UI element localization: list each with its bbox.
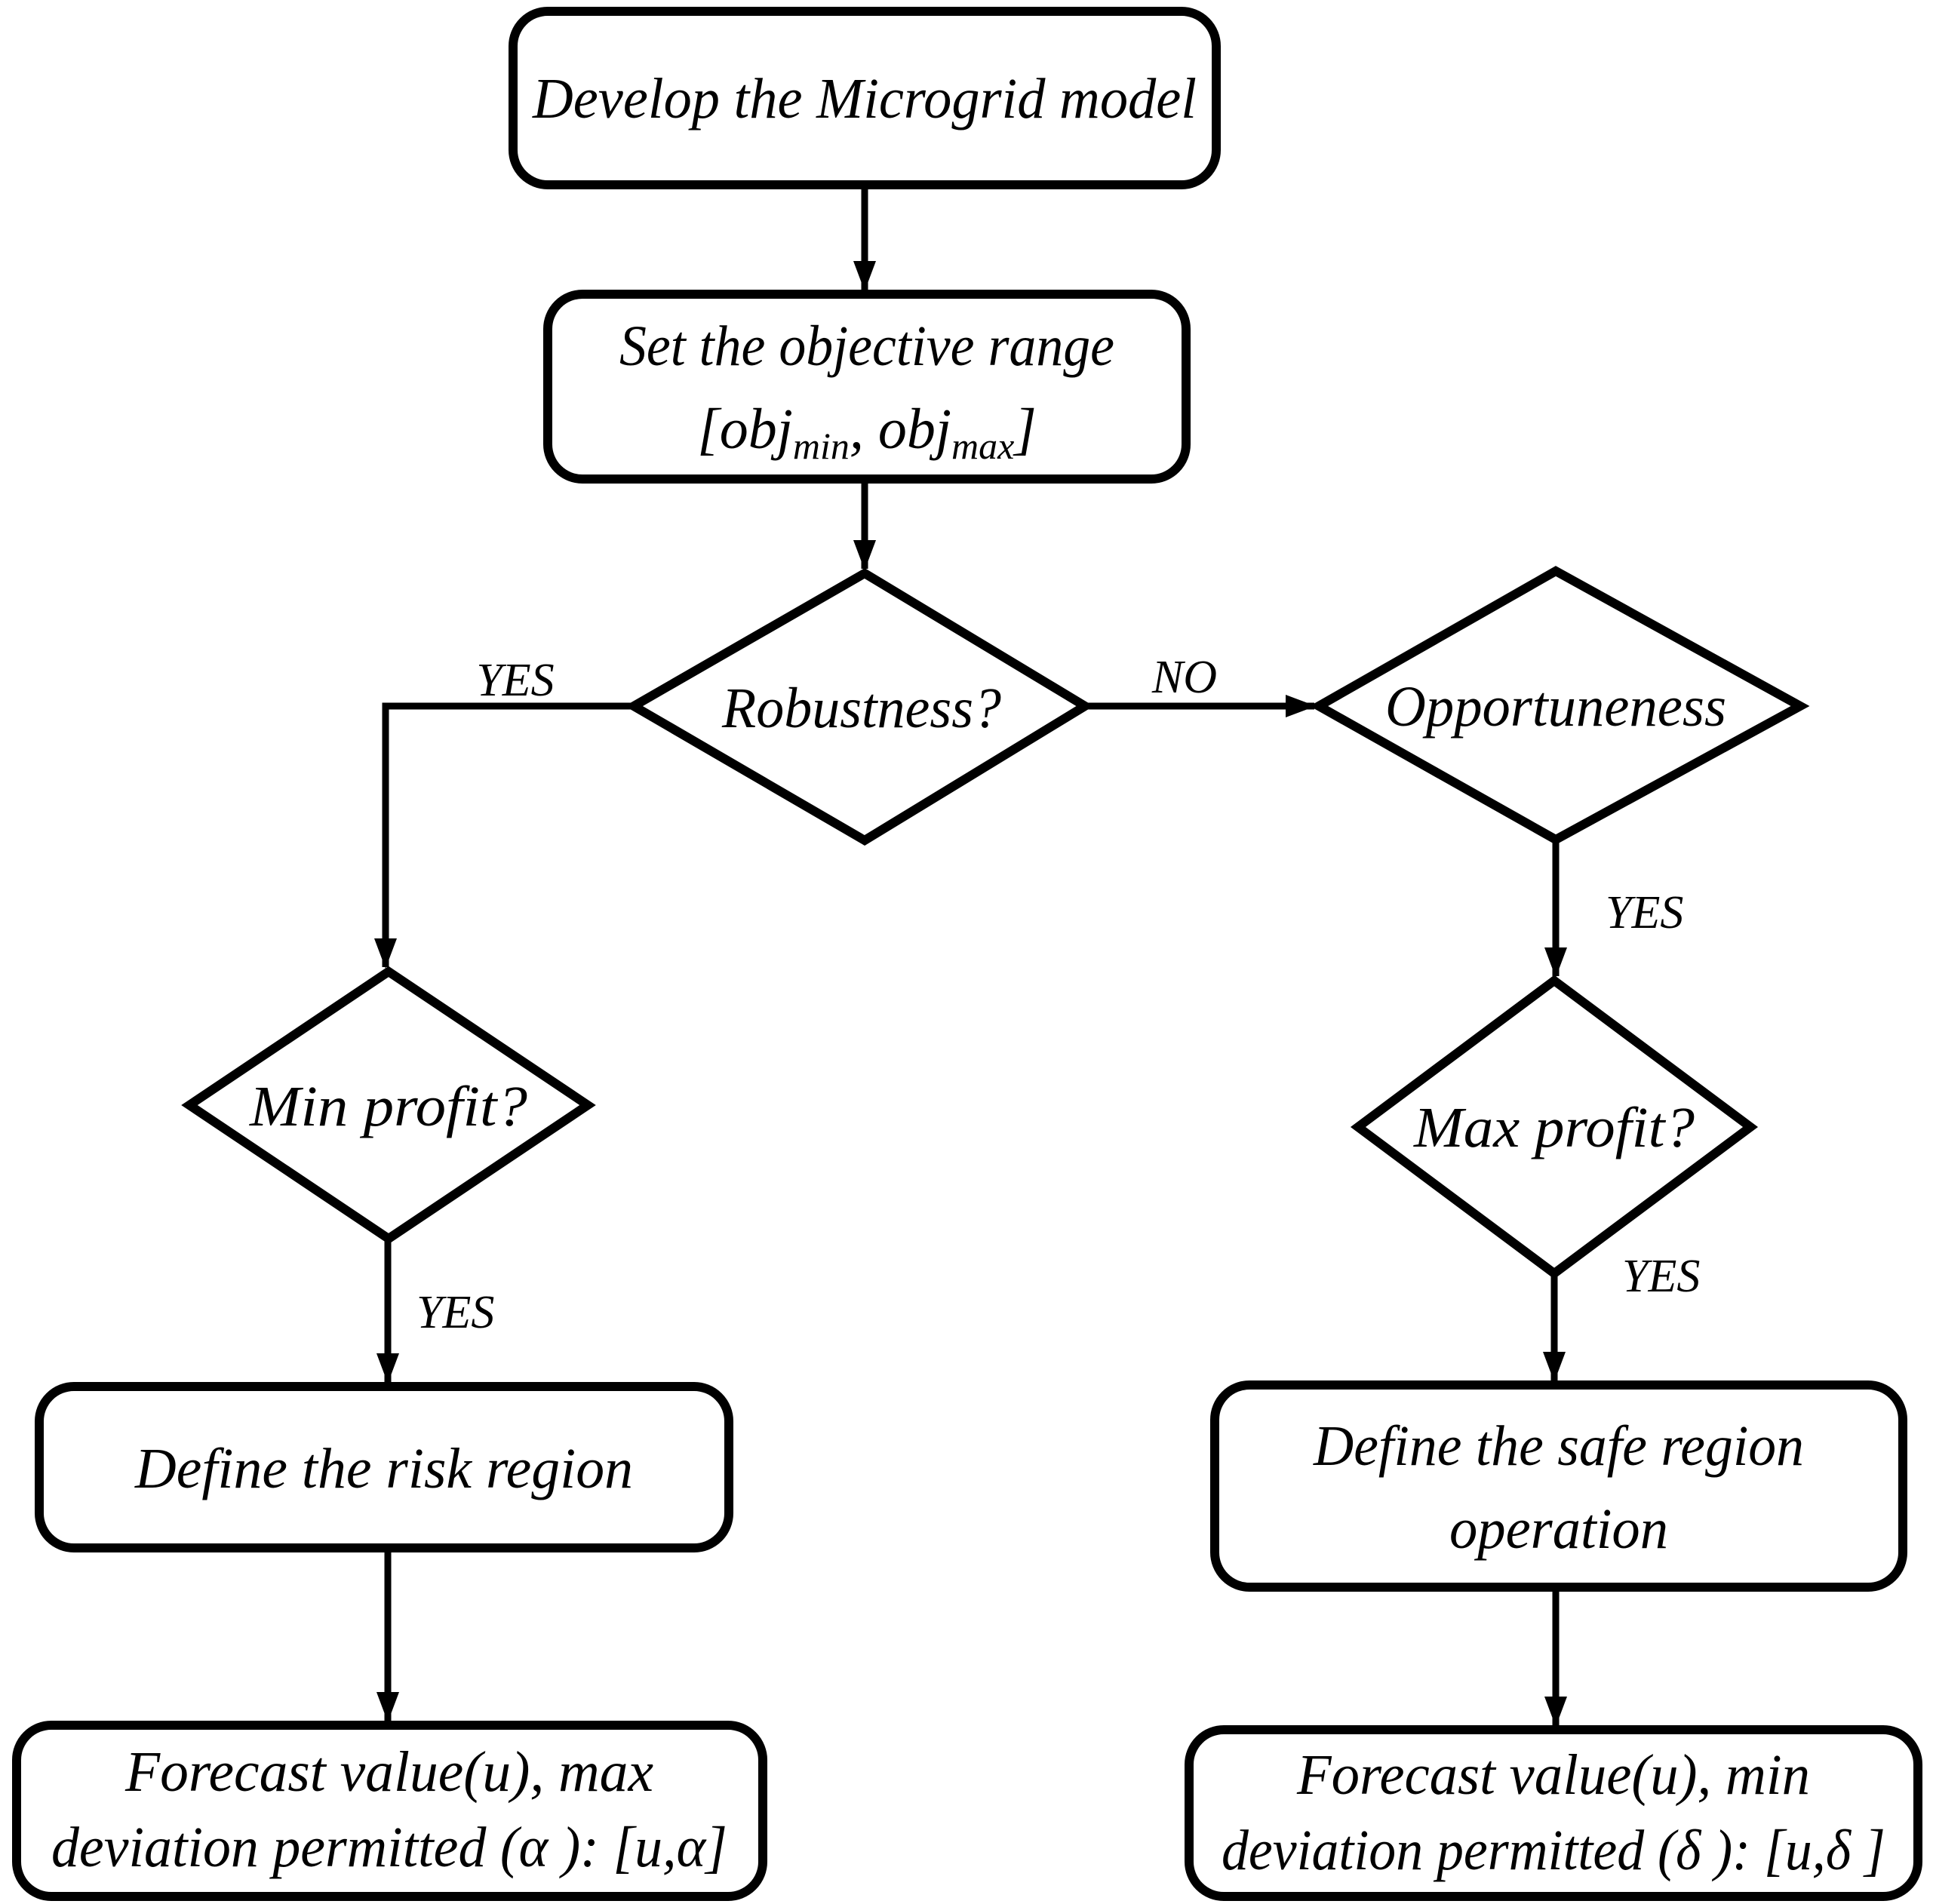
node-robustness-diamond [625,568,1094,846]
node-opportuneness-diamond [1309,566,1810,845]
node-min-profit-label: Min profit? [249,1075,527,1138]
node-forecast-delta [1185,1725,1922,1901]
edge-label-opportuneness-yes: YES [1606,887,1683,938]
node-forecast-alpha-line1: Forecast value(u), max [124,1740,653,1804]
node-max-profit-diamond [1350,975,1759,1279]
edge-label-max-profit-yes: YES [1622,1251,1700,1302]
node-max-profit-label: Max profit? [1413,1096,1695,1159]
objective-range-mid: , obj [850,398,951,461]
node-risk-region [35,1382,733,1552]
objective-range-suffix: ] [1013,398,1037,461]
edge-robustness-yes-to-min-profit [374,702,634,969]
objective-range-sub-min: min [793,425,850,467]
node-min-profit-diamond [181,966,596,1245]
node-forecast-delta-line1: Forecast value(u), min [1296,1743,1810,1807]
edge-label-robustness-no: NO [1151,652,1217,703]
objective-range-sub-max: max [951,425,1014,467]
node-safe-region-line2: operation [1449,1497,1668,1561]
node-forecast-alpha-line2: deviation permitted (α ): [u,α] [51,1816,727,1879]
objective-range-prefix: [obj [697,398,793,461]
edge-label-min-profit-yes: YES [416,1287,494,1338]
node-safe-region [1210,1380,1907,1592]
node-objective-range-line2: [objmin, objmax] [697,398,1037,467]
node-opportuneness-label: Opportuneness [1385,675,1726,739]
node-safe-region-line1: Define the safe region [1313,1414,1804,1478]
node-risk-region-label: Define the risk region [134,1437,633,1500]
node-objective-range [543,290,1191,484]
node-forecast-alpha [12,1721,767,1901]
node-robustness-label: Robustness? [721,677,1001,740]
node-forecast-delta-line2: deviation permitted (δ ): [u,δ ] [1222,1819,1885,1882]
node-objective-range-line1: Set the objective range [619,315,1114,378]
edge-label-robustness-yes: YES [476,655,554,706]
node-develop-model [509,7,1221,189]
node-develop-model-label: Develop the Microgrid model [532,67,1197,131]
